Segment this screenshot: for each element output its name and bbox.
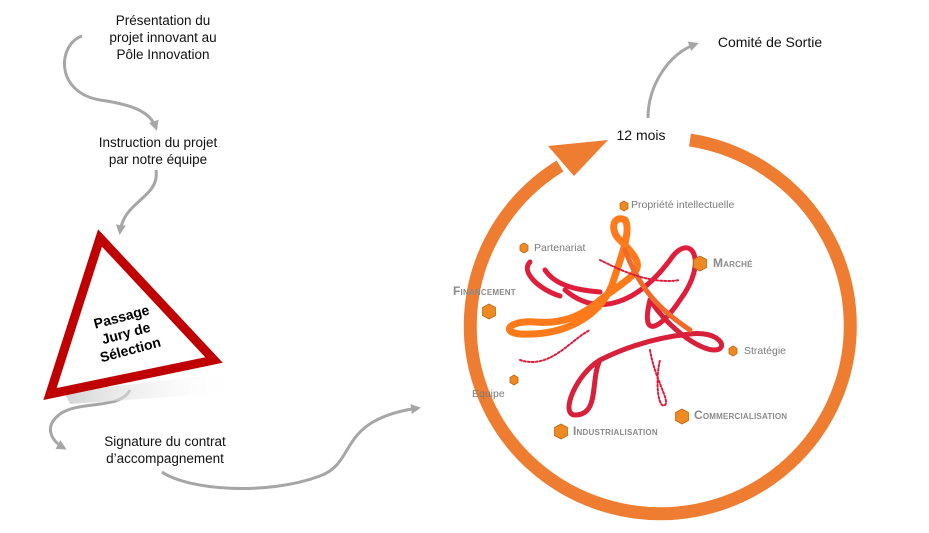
connector-arrow-exit — [646, 41, 699, 119]
step-signature: Signature du contrat d’accompagnement — [104, 434, 226, 466]
connector-arrow-4 — [161, 404, 421, 490]
step-instruction: Instruction du projet par notre équipe — [98, 135, 218, 167]
axis-commercialisation: Commercialisation — [694, 408, 788, 422]
triangle-shadow — [64, 372, 240, 404]
connector-arrow-1 — [62, 34, 159, 131]
cycle-duration: 12 mois — [616, 127, 666, 143]
step-presentation: Présentation du projet innovant au Pôle … — [109, 13, 217, 62]
axis-industrialisation: Industrialisation — [573, 424, 658, 438]
bullet-strategie — [728, 345, 738, 357]
bullet-marche — [693, 255, 707, 272]
bullet-industrialisation — [554, 423, 568, 440]
axis-equipe: Equipe — [472, 388, 505, 400]
bullet-equipe — [509, 374, 519, 386]
bullet-commercialisation — [675, 408, 689, 425]
jury-warning-triangle — [43, 229, 223, 400]
bullet-partenariat — [519, 242, 529, 254]
cycle-arrowhead — [548, 140, 608, 176]
connector-arrow-2 — [115, 169, 158, 235]
axis-partenariat: Partenariat — [534, 242, 586, 254]
ribbon-knot — [505, 215, 724, 418]
exit-committee: Comité de Sortie — [717, 34, 823, 50]
cycle-arrow — [463, 133, 857, 521]
axis-propriete: Propriété intellectuelle — [631, 199, 735, 211]
axis-strategie: Stratégie — [744, 345, 787, 357]
bullet-financement — [482, 303, 496, 320]
axis-bullets — [482, 200, 738, 440]
axis-financement: Financement — [453, 284, 516, 298]
axis-marche: Marché — [713, 256, 753, 270]
bullet-propriete — [619, 200, 629, 212]
